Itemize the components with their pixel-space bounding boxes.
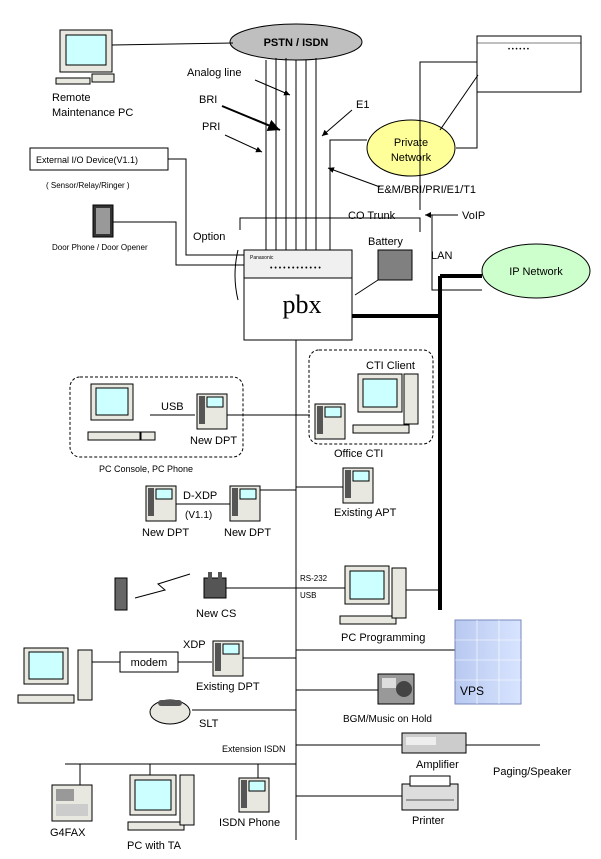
new-dpt-phone-b — [229, 485, 261, 522]
pstn-cloud: PSTN / ISDN — [229, 23, 363, 61]
new-dpt-b-label: New DPT — [224, 527, 271, 539]
cti-pc — [352, 373, 419, 434]
cordless-handset — [114, 577, 128, 611]
xdp-label: XDP — [183, 639, 206, 651]
external-io-sub-label: ( Sensor/Relay/Ringer ) — [46, 181, 130, 190]
battery-label: Battery — [368, 236, 403, 248]
private-network-cloud: Private Network — [366, 119, 456, 177]
pc-with-ta — [127, 774, 195, 831]
lan-label: LAN — [431, 250, 452, 262]
pbx-label: pbx — [283, 290, 322, 319]
v11-label: (V1.1) — [185, 510, 212, 521]
existing-dpt-label: Existing DPT — [196, 681, 260, 693]
external-io-label: External I/O Device(V1.1) — [36, 155, 138, 165]
new-cs-unit — [203, 572, 227, 599]
co-trunk-label: CO Trunk — [348, 210, 396, 222]
bri-label: BRI — [199, 94, 217, 106]
vps-label: VPS — [460, 684, 484, 698]
remote-pc-label-1: Remote — [52, 92, 91, 104]
existing-apt-label: Existing APT — [334, 507, 397, 519]
analog-line-label: Analog line — [187, 67, 241, 79]
svg-text:• • • • • • • • • • • •: • • • • • • • • • • • • — [270, 265, 321, 272]
new-dpt-phone-a — [145, 485, 177, 522]
door-phone-label: Door Phone / Door Opener — [52, 243, 148, 252]
remote-maintenance-pc: Remote Maintenance PC — [52, 29, 133, 119]
pc-console-label: PC Console, PC Phone — [99, 464, 193, 474]
printer-label: Printer — [412, 815, 445, 827]
svg-text:• • • • • •: • • • • • • — [508, 47, 529, 53]
pbx-main-unit: Panasonic • • • • • • • • • • • • pbx — [243, 249, 353, 341]
bgm-device — [377, 673, 415, 705]
modem-label: modem — [131, 657, 168, 669]
remote-pc-label-2: Maintenance PC — [52, 107, 133, 119]
pri-label: PRI — [202, 121, 220, 133]
existing-apt-phone — [342, 467, 374, 504]
door-phone: Door Phone / Door Opener — [52, 204, 148, 252]
bgm-label: BGM/Music on Hold — [343, 714, 432, 725]
dxdp-label: D-XDP — [183, 490, 217, 502]
ip-network-label: IP Network — [509, 266, 563, 278]
pc-console-computer — [87, 383, 156, 441]
amplifier-device — [401, 732, 467, 754]
cti-client-label: CTI Client — [366, 360, 415, 372]
amplifier-label: Amplifier — [416, 759, 459, 771]
external-io-device: External I/O Device(V1.1) ( Sensor/Relay… — [29, 147, 169, 190]
paging-label: Paging/Speaker — [493, 766, 572, 778]
pbx-brand: Panasonic — [250, 255, 274, 261]
pstn-label: PSTN / ISDN — [264, 37, 329, 49]
rs232-label: RS-232 — [300, 574, 328, 583]
cti-phone — [314, 403, 346, 440]
isdn-phone-label: ISDN Phone — [219, 817, 280, 829]
trunk-types-label: E&M/BRI/PRI/E1/T1 — [377, 184, 476, 196]
existing-dpt-phone — [212, 640, 244, 677]
new-dpt-phone-1 — [196, 393, 228, 430]
private-network-label-2: Network — [391, 152, 432, 164]
pc-programming-label: PC Programming — [341, 632, 425, 644]
usb-label: USB — [161, 401, 184, 413]
pc-with-ta-label: PC with TA — [127, 840, 182, 852]
slt-phone — [149, 699, 191, 725]
vps-unit: VPS — [454, 619, 522, 705]
cti-client-group — [308, 349, 434, 445]
battery-icon — [377, 249, 413, 281]
e1-label: E1 — [356, 99, 369, 111]
new-dpt-a-label: New DPT — [142, 527, 189, 539]
g4fax-device — [51, 784, 93, 822]
pc-programming-computer — [339, 565, 407, 625]
slt-label: SLT — [199, 718, 219, 730]
pc-console-group — [69, 376, 244, 458]
printer-device — [401, 775, 459, 811]
new-dpt-label: New DPT — [190, 435, 237, 447]
g4fax-label: G4FAX — [50, 827, 86, 839]
ip-network-cloud: IP Network — [481, 243, 591, 299]
usb2-label: USB — [300, 591, 316, 600]
remote-pbx-unit: • • • • • • — [476, 35, 582, 93]
office-cti-label: Office CTI — [334, 448, 383, 460]
voip-label: VoIP — [462, 210, 485, 222]
option-label: Option — [193, 231, 225, 243]
modem-pc — [17, 647, 93, 704]
new-cs-label: New CS — [196, 608, 236, 620]
isdn-phone — [238, 777, 270, 813]
extension-isdn-label: Extension ISDN — [222, 744, 286, 754]
private-network-label-1: Private — [394, 137, 428, 149]
